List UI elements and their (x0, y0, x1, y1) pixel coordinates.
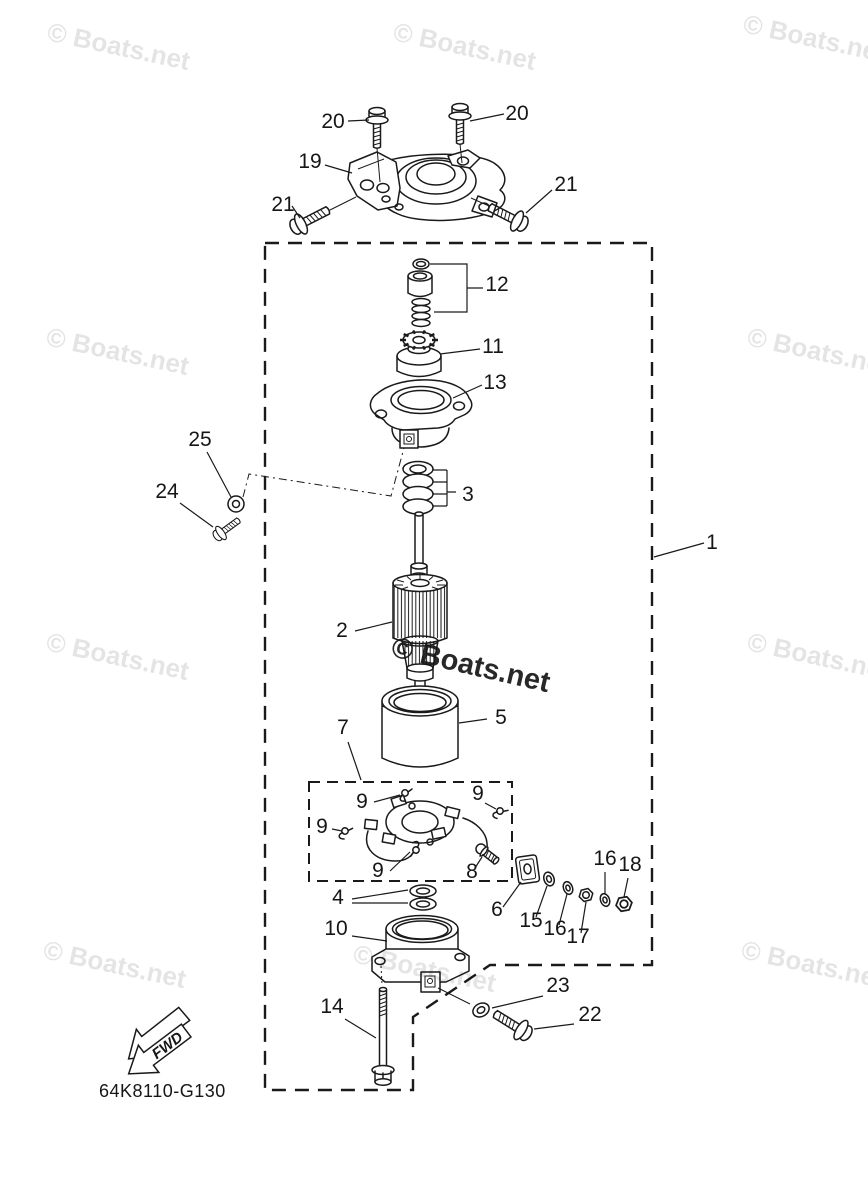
diagram-code: 64K8110-G130 (99, 1081, 226, 1101)
callout-8: 8 (466, 860, 478, 883)
callout-12: 12 (485, 273, 508, 296)
part-22-bolt (487, 1003, 537, 1046)
part-5-starter-motor-yoke (381, 685, 459, 768)
part-21-bolt-left (285, 196, 357, 240)
callout-4: 4 (332, 886, 344, 909)
callout-18: 18 (618, 853, 641, 876)
callout-13: 13 (483, 371, 506, 394)
alignment-line-25 (242, 447, 405, 498)
callout-9-right: 9 (472, 782, 484, 805)
callout-25: 25 (188, 428, 211, 451)
part-8-terminal-bolt (475, 843, 500, 865)
brush-holder-boundary (308, 781, 513, 882)
callout-20-right: 20 (505, 102, 528, 125)
fwd-arrow: FWD (127, 1006, 193, 1075)
callout-21-right: 21 (554, 173, 577, 196)
part-25-washer (227, 495, 245, 513)
part-10-rear-cover (371, 914, 471, 1005)
callout-5: 5 (495, 706, 507, 729)
part-20-bolt-left (365, 106, 389, 183)
watermark: © Boats.net (391, 17, 539, 77)
callout-16-upper: 16 (593, 847, 616, 870)
part-18-nut (614, 895, 634, 913)
watermark: © Boats.net (44, 627, 192, 687)
callout-11: 11 (482, 335, 504, 358)
watermark: © Boats.net (44, 322, 192, 382)
part-15-washer (542, 871, 556, 887)
part-7-brush-holder (363, 794, 488, 862)
callout-22: 22 (578, 1003, 601, 1026)
leader-lines (179, 113, 705, 1039)
watermark: © Boats.net (741, 9, 868, 69)
callout-24: 24 (155, 480, 179, 503)
part-11-pinion-gear (396, 329, 442, 378)
callout-15: 15 (519, 909, 542, 932)
part-12-pinion-stopper-set (407, 258, 483, 328)
watermark: © Boats.net (745, 322, 868, 382)
starter-assembly-boundary (263, 241, 654, 1092)
part-16-washer-lower (562, 880, 574, 896)
callout-3: 3 (462, 483, 474, 506)
callout-21-left: 21 (271, 193, 294, 216)
part-24-screw (209, 512, 245, 545)
watermark: © Boats.net (41, 935, 189, 995)
callout-1: 1 (706, 531, 718, 554)
part-4-washers (409, 884, 437, 911)
callout-9-top: 9 (356, 790, 368, 813)
watermark: © Boats.net (745, 627, 868, 687)
callout-14: 14 (320, 995, 344, 1018)
part-3-washer-set (402, 460, 456, 515)
callout-10: 10 (324, 917, 347, 940)
callout-2: 2 (336, 619, 348, 642)
part-19-mounting-bracket (347, 149, 506, 222)
part-20-bolt-right (448, 102, 472, 164)
part-14-through-bolt (371, 986, 395, 1086)
callout-9-bottom: 9 (372, 859, 384, 882)
callout-20-left: 20 (321, 110, 344, 133)
callout-19: 19 (298, 150, 321, 173)
watermark: © Boats.net (739, 935, 868, 995)
callout-16-lower: 16 (543, 917, 566, 940)
part-17-nut (577, 886, 595, 904)
callout-6: 6 (491, 898, 503, 921)
part-6-insulator-plate (514, 854, 541, 885)
watermark: © Boats.net (45, 17, 193, 77)
callout-9-left: 9 (316, 815, 328, 838)
part-13-front-bracket (369, 379, 473, 449)
callout-17: 17 (566, 925, 589, 948)
part-23-washer (472, 1002, 490, 1018)
part-2-armature (392, 511, 448, 693)
callout-23: 23 (546, 974, 569, 997)
part-21-bolt-right (470, 196, 533, 237)
part-16-washer-upper (599, 892, 611, 908)
callout-7: 7 (337, 716, 349, 739)
